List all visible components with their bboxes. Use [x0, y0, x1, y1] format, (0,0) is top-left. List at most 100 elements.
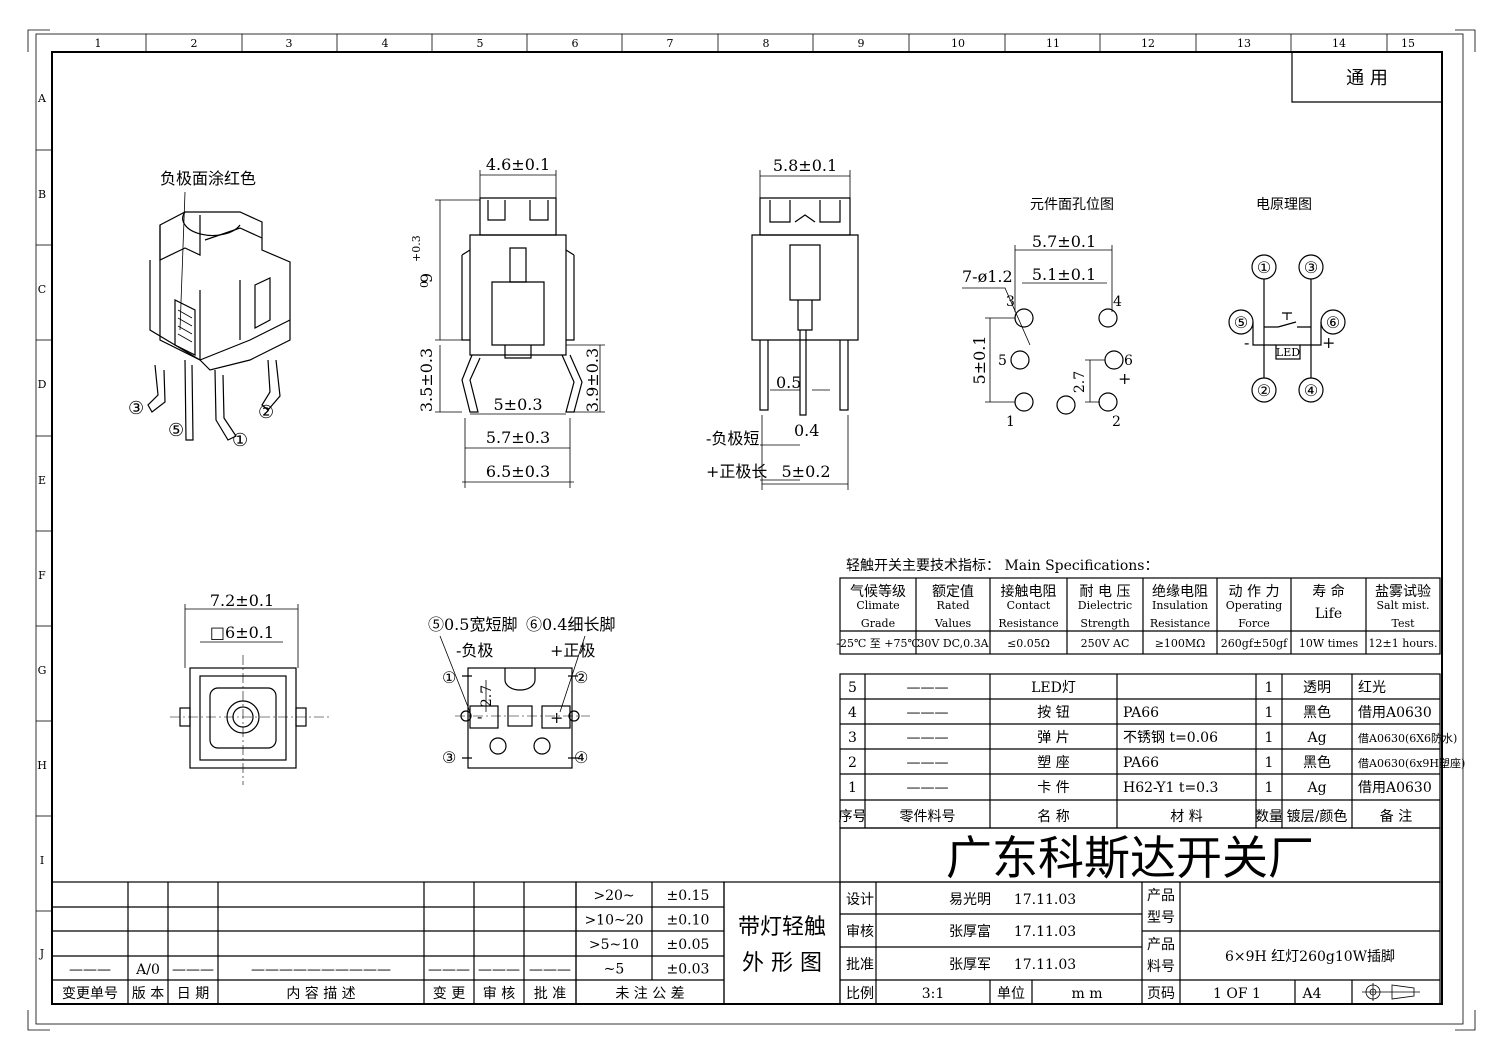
check-label: 审核 [846, 924, 874, 940]
svg-text:0: 0 [418, 281, 431, 288]
page-value: 1 OF 1 [1213, 986, 1261, 1002]
spec-value: 12±1 hours. [1369, 637, 1438, 650]
iso-pin-5: ⑤ [168, 420, 184, 441]
front-height-tol-low: 0 [418, 281, 431, 288]
svg-text:-: - [477, 707, 482, 726]
svg-text:2.7: 2.7 [1072, 371, 1088, 393]
model-label-2: 型号 [1147, 910, 1175, 926]
column-label: 3 [286, 37, 293, 50]
bom-cell: 不锈钢 t=0.06 [1123, 730, 1218, 746]
iso-pin-3: ③ [128, 398, 144, 419]
bom-header: 镀层/颜色 [1287, 808, 1348, 825]
top-view: 7.2±0.1 □6±0.1 [170, 591, 330, 785]
spec-value: 10W times [1299, 637, 1359, 650]
iso-pin-2: ② [258, 402, 274, 423]
side-neg-label: -负极短 [706, 429, 759, 448]
check-date: 17.11.03 [1014, 924, 1076, 940]
side-d1-dim: 0.5 [776, 373, 801, 392]
bom-cell: 黑色 [1303, 704, 1331, 721]
spec-header-cn: 动 作 力 [1229, 584, 1280, 600]
hole-w1-dim: 5.7±0.1 [1032, 232, 1096, 251]
spec-header-en2: Grade [861, 617, 895, 630]
tolerance-value: ±0.15 [667, 888, 710, 904]
company-block: 广东科斯达开关厂 [839, 827, 1441, 885]
hole-d-dim: 2.7 [1072, 371, 1088, 393]
spec-value: 30V DC,0.3A [917, 637, 989, 650]
approve-date: 17.11.03 [1014, 957, 1076, 973]
projection-symbol-icon [1362, 983, 1420, 1001]
spec-header-en2: Strength [1080, 617, 1129, 630]
bom-cell: 1 [1265, 680, 1274, 696]
revision-value: ——— [529, 962, 571, 978]
tolerance-value: ±0.05 [667, 937, 710, 953]
bom-cell: 红光 [1358, 680, 1386, 696]
circuit-pin-1: ① [1257, 258, 1271, 277]
row-label: J [39, 947, 44, 960]
row-label: H [37, 759, 47, 772]
column-label: 11 [1046, 37, 1060, 50]
column-label: 5 [477, 37, 484, 50]
bom-cell: ——— [907, 780, 949, 796]
bom-cell: 4 [848, 705, 857, 721]
front-w2-dim: 5.7±0.3 [486, 428, 550, 447]
bom-cell: 2 [848, 755, 857, 771]
bom-cell: 借用A0630 [1358, 780, 1432, 796]
spec-header-en: Climate [856, 599, 899, 612]
spec-header-en: Operating [1226, 599, 1282, 612]
company-name: 广东科斯达开关厂 [946, 831, 1314, 885]
revision-value: —————————— [251, 962, 391, 978]
bom-cell: 1 [1265, 705, 1274, 721]
unit-label: 单位 [997, 986, 1025, 1002]
column-label: 7 [667, 37, 674, 50]
tolerance-label: 未 注 公 差 [615, 986, 684, 1002]
revision-value: ——— [172, 962, 214, 978]
bom-cell: 1 [1265, 755, 1274, 771]
row-label: B [38, 188, 46, 201]
bom-header: 备 注 [1380, 808, 1412, 825]
column-label: 2 [191, 37, 198, 50]
row-label: G [38, 664, 47, 677]
revision-value: ——— [478, 962, 520, 978]
revision-header: 日 期 [177, 986, 209, 1002]
bom-header: 数量 [1255, 809, 1283, 825]
spec-value: 260gf±50gf [1221, 637, 1288, 650]
bom-cell: 3 [848, 730, 857, 746]
hole-dia-label: 7-ø1.2 [962, 267, 1013, 286]
spec-header-cn: 绝缘电阻 [1152, 584, 1208, 600]
hole-label-3: 3 [1006, 294, 1015, 310]
bom-cell: ——— [907, 755, 949, 771]
tolerance-range: >10~20 [584, 913, 643, 929]
circuit-plus: + [1322, 333, 1335, 352]
spec-header-cn: 接触电阻 [1001, 583, 1057, 600]
side-top-dim: 5.8±0.1 [773, 156, 837, 175]
row-label: D [38, 378, 47, 391]
bom-cell: 借A0630(6x9H塑座) [1358, 756, 1465, 770]
column-label: 15 [1401, 37, 1415, 50]
bom-cell: Ag [1306, 780, 1326, 796]
drawing-title: 带灯轻触 外 形 图 [723, 881, 841, 1005]
hole-label-6: 6 [1124, 353, 1133, 369]
side-d2-dim: 0.4 [794, 421, 819, 440]
outer-frame [35, 33, 1464, 1025]
bom-cell: ——— [907, 705, 949, 721]
spec-header-cn: 寿 命 [1312, 583, 1344, 600]
revision-header: 批 准 [534, 986, 566, 1002]
svg-text:3.5±0.3: 3.5±0.3 [417, 348, 436, 412]
bottom-pin-1: ① [442, 668, 456, 687]
circuit-pin-6: ⑥ [1326, 313, 1340, 332]
circuit-led-label: LED [1276, 346, 1300, 359]
front-w3-dim: 6.5±0.3 [486, 462, 550, 481]
hole-label-5: 5 [998, 353, 1007, 369]
spec-title: 轻触开关主要技术指标： Main Specifications： [846, 558, 1159, 574]
tolerance-range: >5~10 [589, 937, 639, 953]
hole-label-2: 2 [1112, 414, 1121, 430]
spec-header-en: Salt mist. [1376, 599, 1429, 612]
column-label: 4 [382, 37, 389, 50]
bom-cell: 卡 件 [1037, 780, 1069, 796]
spec-header-en2: Values [934, 617, 972, 630]
tolerance-range: >20~ [593, 888, 634, 904]
bom-cell: 黑色 [1303, 754, 1331, 771]
bom-cell: ——— [907, 730, 949, 746]
